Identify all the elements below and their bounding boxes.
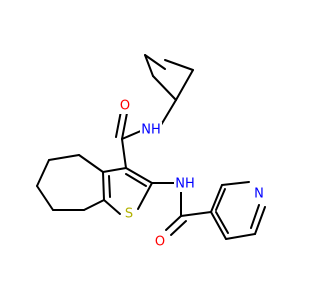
bond: [115, 110, 122, 138]
bond: [144, 54, 166, 70]
bond: [121, 138, 127, 169]
svg-text:NH: NH: [175, 177, 195, 192]
bond: [48, 154, 80, 161]
bond: [210, 184, 223, 213]
bond: [83, 199, 105, 211]
bond: [164, 59, 194, 71]
bond: [180, 211, 212, 217]
svg-text:S: S: [125, 207, 133, 222]
bond: [225, 233, 256, 240]
svg-text:O: O: [120, 99, 130, 114]
atom-layer: O NH NH S O N: [119, 98, 267, 250]
bond: [170, 220, 187, 236]
bond: [221, 181, 250, 186]
bond: [215, 188, 226, 211]
svg-text:O: O: [155, 235, 165, 250]
atom-pyridine-nitrogen: N: [251, 186, 267, 202]
bond: [78, 154, 104, 173]
bond: [175, 69, 194, 101]
bond: [125, 173, 147, 187]
bond: [36, 185, 54, 211]
svg-text:N: N: [254, 187, 264, 202]
bond: [210, 211, 227, 240]
bond: [152, 75, 177, 101]
bond: [144, 54, 154, 77]
atom-thiophene-sulfur: S: [121, 206, 137, 222]
bond: [137, 182, 153, 210]
svg-text:NH: NH: [141, 123, 161, 138]
bond: [121, 112, 128, 140]
bond-layer: [36, 54, 266, 240]
molecule-structure: O NH NH S O N: [36, 54, 267, 250]
atom-carbonyl-oxygen-top: O: [119, 98, 133, 114]
bond: [165, 215, 182, 231]
bond: [36, 159, 50, 187]
bond: [254, 206, 266, 235]
bond: [250, 204, 260, 229]
bond: [125, 167, 153, 184]
atom-amide-nh-top: NH: [140, 122, 162, 138]
atom-amide-nh-bottom: NH: [174, 176, 196, 192]
atom-carbonyl-oxygen-bottom: O: [153, 234, 167, 250]
bond: [102, 167, 127, 173]
bond: [215, 211, 229, 234]
bond: [103, 199, 121, 215]
bond: [121, 129, 144, 140]
bond: [108, 175, 111, 198]
bond: [102, 171, 105, 201]
